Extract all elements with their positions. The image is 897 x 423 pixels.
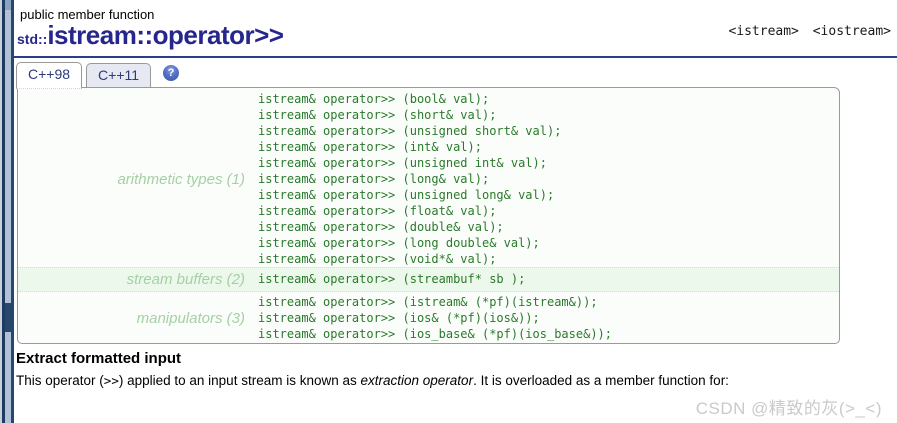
declaration-group-manipulators: manipulators (3) istream& operator>> (is…	[18, 292, 839, 342]
page-title: std::istream::operator>>	[17, 20, 284, 51]
group-label-manipulators: manipulators (3)	[136, 309, 245, 327]
decl-line: istream& operator>> (float& val);	[258, 204, 497, 218]
decl-line: istream& operator>> (ios_base& (*pf)(ios…	[258, 327, 613, 341]
decl-line: istream& operator>> (unsigned int& val);	[258, 156, 547, 170]
decl-line: istream& operator>> (unsigned short& val…	[258, 124, 562, 138]
inline-code-operator: >>	[103, 373, 119, 388]
background-scrollbar-track	[5, 0, 11, 423]
background-scrollbar-thumb[interactable]	[5, 303, 11, 332]
section-heading: Extract formatted input	[16, 350, 182, 367]
decl-line: istream& operator>> (ios& (*pf)(ios&));	[258, 311, 540, 325]
title-divider	[14, 56, 897, 58]
declarations-panel: arithmetic types (1) istream& operator>>…	[17, 87, 840, 344]
decl-line: istream& operator>> (bool& val);	[258, 92, 490, 106]
declaration-group-arithmetic-types: arithmetic types (1) istream& operator>>…	[18, 91, 839, 267]
declaration-group-stream-buffers: stream buffers (2) istream& operator>> (…	[18, 267, 839, 292]
tab-cpp98[interactable]: C++98	[16, 62, 83, 89]
decl-line: istream& operator>> (void*& val);	[258, 252, 497, 266]
background-window-border-left	[2, 0, 5, 423]
version-tabbar: C++98 C++11 ?	[16, 62, 180, 89]
group-code-stream-buffers: istream& operator>> (streambuf* sb );	[258, 271, 839, 288]
decl-line: istream& operator>> (long& val);	[258, 172, 490, 186]
paragraph-text: . It is overloaded as a member function …	[473, 373, 729, 388]
decl-line: istream& operator>> (streambuf* sb );	[258, 272, 526, 286]
background-window-border-right	[11, 0, 14, 423]
section-paragraph: This operator (>>) applied to an input s…	[16, 372, 816, 390]
paragraph-emphasis: extraction operator	[360, 373, 474, 388]
decl-line: istream& operator>> (int& val);	[258, 140, 482, 154]
header-link-iostream[interactable]: <iostream>	[812, 24, 891, 39]
decl-line: istream& operator>> (istream& (*pf)(istr…	[258, 295, 598, 309]
csdn-watermark: CSDN @精致的灰(>_<)	[695, 399, 882, 418]
tab-cpp11[interactable]: C++11	[86, 63, 152, 87]
header-link-istream[interactable]: <istream>	[728, 24, 799, 39]
header-include-links: <istream> <iostream>	[722, 24, 891, 39]
paragraph-text: This operator (	[16, 373, 104, 388]
group-label-arithmetic-types: arithmetic types (1)	[117, 170, 245, 188]
decl-line: istream& operator>> (short& val);	[258, 108, 497, 122]
help-icon[interactable]: ?	[163, 65, 180, 81]
decl-line: istream& operator>> (unsigned long& val)…	[258, 188, 555, 202]
background-window-edge	[0, 0, 2, 423]
group-code-arithmetic-types: istream& operator>> (bool& val); istream…	[258, 91, 839, 267]
page-title-main: istream::operator>>	[47, 20, 284, 50]
group-code-manipulators: istream& operator>> (istream& (*pf)(istr…	[258, 294, 839, 342]
group-label-stream-buffers: stream buffers (2)	[126, 271, 245, 288]
page-title-namespace: std::	[17, 31, 48, 47]
decl-line: istream& operator>> (long double& val);	[258, 236, 540, 250]
page-kicker: public member function	[20, 7, 155, 22]
decl-line: istream& operator>> (double& val);	[258, 220, 504, 234]
paragraph-text: ) applied to an input stream is known as	[118, 373, 361, 388]
background-scrollbar-button	[5, 0, 11, 10]
